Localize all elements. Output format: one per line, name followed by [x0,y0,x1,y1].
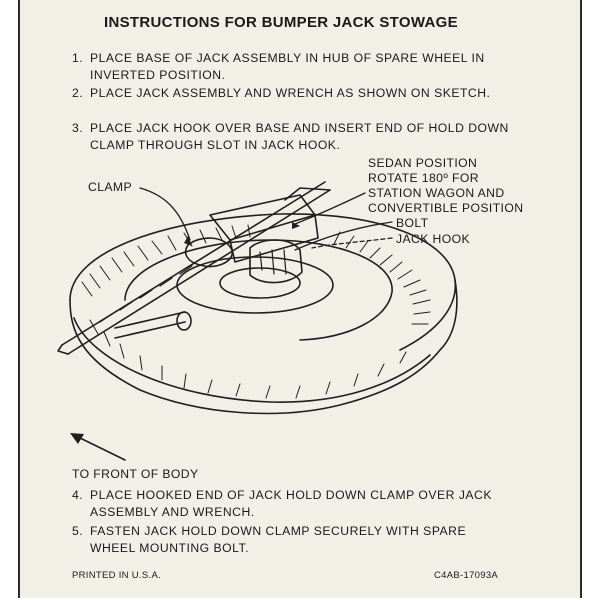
step-number: 5. [72,524,84,538]
jack-base [184,194,319,284]
note-line: STATION WAGON AND [368,186,505,200]
step-number: 3. [72,121,84,135]
instruction-decal [18,0,582,598]
step-text: FASTEN JACK HOLD DOWN CLAMP SECURELY WIT… [90,524,467,555]
step-number: 1. [72,51,84,65]
step-4: 4. PLACE HOOKED END OF JACK HOLD DOWN CL… [72,487,512,521]
printed-in-usa: PRINTED IN U.S.A. [72,570,162,581]
step-number: 2. [72,86,84,100]
tire-sidewall [69,279,458,415]
step-text: PLACE HOOKED END OF JACK HOLD DOWN CLAMP… [90,488,492,519]
part-number: C4AB-17093A [434,570,499,581]
bolt-label: BOLT [396,216,429,230]
clamp-label: CLAMP [88,180,132,194]
clamp-leader [139,187,191,241]
step-text: PLACE BASE OF JACK ASSEMBLY IN HUB OF SP… [90,51,485,82]
front-arrow-head-icon [70,433,84,444]
jack-bar [57,181,331,355]
sedan-leader [294,192,366,225]
front-arrow-shaft [75,435,126,461]
step-3: 3. PLACE JACK HOOK OVER BASE AND INSERT … [72,120,512,154]
sedan-position-note: SEDAN POSITION ROTATE 180º FOR STATION W… [368,156,523,216]
note-line: SEDAN POSITION [368,156,478,170]
step-1: 1. PLACE BASE OF JACK ASSEMBLY IN HUB OF… [72,50,512,84]
tread-hatching [81,224,431,399]
page-title: INSTRUCTIONS FOR BUMPER JACK STOWAGE [104,14,458,31]
step-5: 5. FASTEN JACK HOLD DOWN CLAMP SECURELY … [72,523,512,557]
step-2: 2. PLACE JACK ASSEMBLY AND WRENCH AS SHO… [72,85,512,102]
note-line: CONVERTIBLE POSITION [368,201,524,215]
step-text: PLACE JACK ASSEMBLY AND WRENCH AS SHOWN … [90,86,491,100]
note-line: ROTATE 180º FOR [368,171,479,185]
tire-inner-bead [124,239,393,341]
wrench [114,311,192,339]
jack-hook-leader [311,237,393,249]
bolt-leader [294,221,393,251]
front-of-body-label: TO FRONT OF BODY [72,467,199,481]
tire-outer-rim [69,213,457,351]
step-number: 4. [72,488,84,502]
step-text: PLACE JACK HOOK OVER BASE AND INSERT END… [90,121,509,152]
